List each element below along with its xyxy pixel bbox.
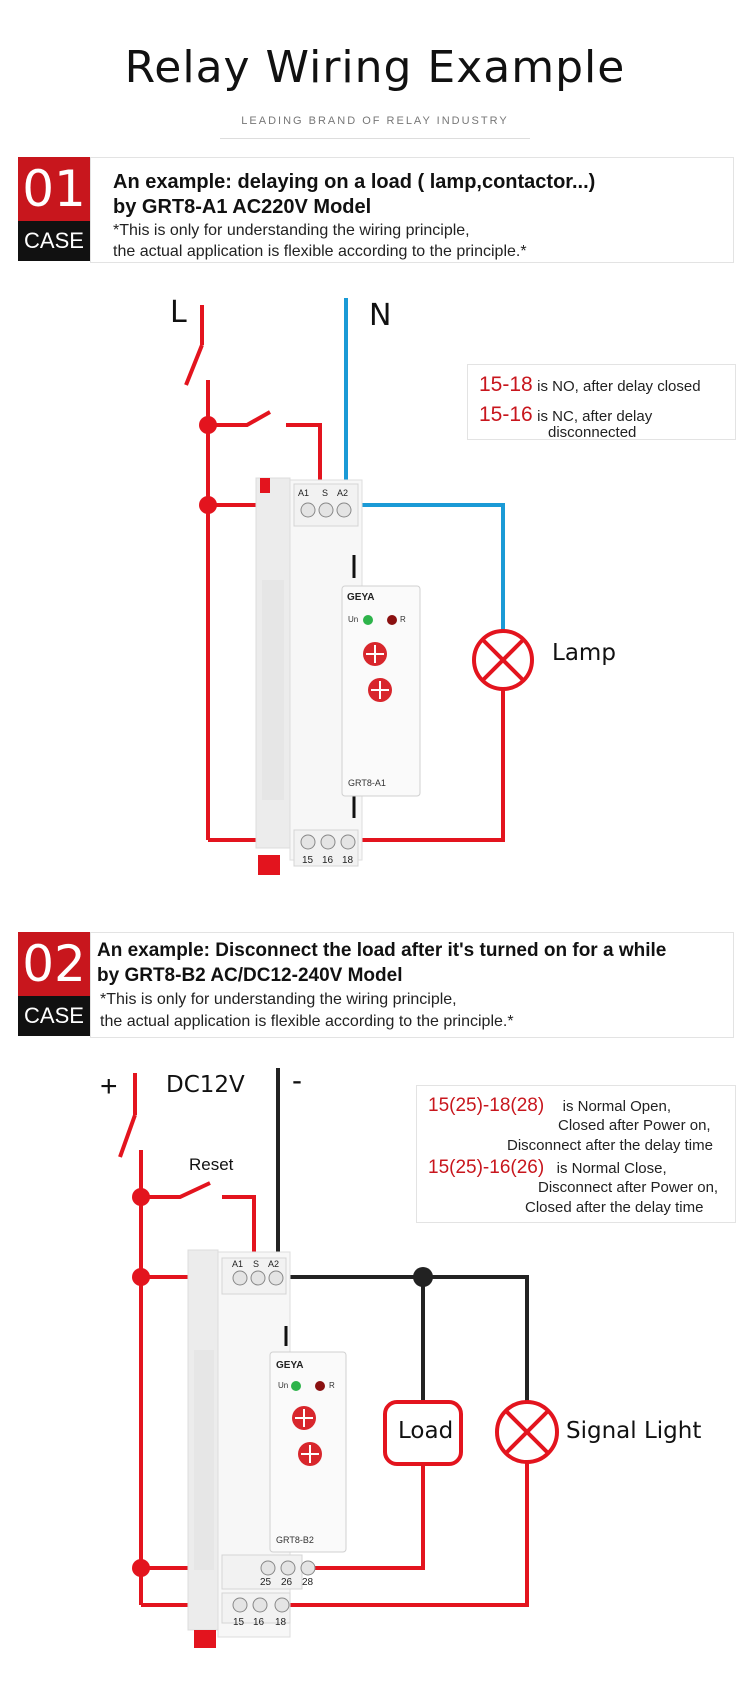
case1-term-15: 15 [302,855,314,866]
case2-note-line1: *This is only for understanding the wiri… [100,991,457,1008]
case2-legend-terms-1: 15(25)-18(28) [428,1095,545,1116]
case2-minus-bus [278,1275,529,1402]
case2-led-un: Un [278,1381,289,1390]
case1-led-r: R [400,615,406,624]
page-subtitle: LEADING BRAND OF RELAY INDUSTRY [241,115,509,127]
case1-legend-row-2: 15-16 is NC, after delay [479,403,652,427]
case2-relay-device [187,1249,347,1648]
case2-term-16: 16 [253,1617,265,1628]
case1-note-line1: *This is only for understanding the wiri… [113,222,470,239]
case2-badge: 02 CASE [18,932,90,1036]
case1-legend-text-1: is NO, after delay closed [537,378,701,395]
case2-legend-text-1b: Closed after Power on, [558,1117,711,1134]
case2-badge-label: CASE [18,996,90,1036]
case2-legend-text-2c: Closed after the delay time [525,1199,704,1216]
case1-title-line2: by GRT8-A1 AC220V Model [113,196,372,218]
case1-S-wire [286,423,322,498]
case1-diagram [184,298,534,875]
case1-brand-logo: GEYA [347,592,375,603]
case1-legend-row-1: 15-18 is NO, after delay closed [479,373,701,397]
case2-term-18: 18 [275,1617,287,1628]
case2-model-label: GRT8-B2 [276,1535,314,1545]
case2-term-a1: A1 [232,1259,244,1269]
case1-S-switch-left [208,410,271,427]
case1-legend: 15-18 is NO, after delay closed 15-16 is… [467,364,736,441]
case1-term-18: 18 [342,855,354,866]
case1-model-label: GRT8-A1 [348,778,386,788]
case2-label-voltage: DC12V [166,1072,245,1098]
case2-legend-row-2: 15(25)-16(26) is Normal Close, [428,1157,667,1179]
case1-18-wire [348,688,505,842]
case1-title-line1: An example: delaying on a load ( lamp,co… [113,171,596,193]
case2-legend-text-1c: Disconnect after the delay time [507,1137,713,1154]
case2-legend-text-2: is Normal Close, [556,1160,667,1177]
case1-panel: An example: delaying on a load ( lamp,co… [90,157,734,263]
case2-number: 02 [18,932,90,996]
case1-badge: 01 CASE [18,157,90,261]
case1-badge-label: CASE [18,221,90,261]
case2-legend: 15(25)-18(28) is Normal Open, Closed aft… [416,1085,736,1223]
case2-legend-text-1: is Normal Open, [562,1098,671,1115]
case2-legend-terms-2: 15(25)-16(26) [428,1157,545,1178]
case1-junction-top [199,416,217,434]
case1-note-line2: the actual application is flexible accor… [113,243,527,260]
case1-L-switch-blade [184,344,204,386]
case2-led-r: R [329,1381,335,1390]
case2-load-label: Load [398,1418,454,1444]
case2-reset-label: Reset [189,1155,234,1174]
case2-term-26: 26 [281,1577,293,1588]
case2-reset-switch [141,1181,211,1199]
case1-relay-device [255,477,421,875]
case1-term-16: 16 [322,855,334,866]
case1-junction-a1 [199,496,217,514]
case2-panel: An example: Disconnect the load after it… [90,932,734,1038]
case1-label-N: N [369,298,392,333]
case2-junction-black [413,1267,433,1287]
case2-S-wire [222,1195,256,1277]
case2-label-minus: - [292,1064,302,1097]
case2-signal-label: Signal Light [566,1418,702,1444]
case1-legend-terms-1: 15-18 [479,373,533,396]
case2-title-line2: by GRT8-B2 AC/DC12-240V Model [97,965,403,986]
case1-term-a2: A2 [337,488,349,498]
case1-led-un: Un [348,615,359,624]
case1-term-s: S [322,488,329,498]
case2-28-wire [308,1462,425,1570]
case1-label-L: L [170,295,187,330]
case2-18-wire [282,1462,529,1607]
case2-title-line1: An example: Disconnect the load after it… [97,940,667,961]
case1-number: 01 [18,157,90,221]
case2-term-a2: A2 [268,1259,280,1269]
case2-term-28: 28 [302,1577,314,1588]
case1-lamp-label: Lamp [552,640,616,666]
subtitle-divider [220,138,530,139]
case2-diagram [118,1068,559,1648]
case1-legend-terms-2: 15-16 [479,403,533,426]
case2-term-s: S [253,1259,260,1269]
case2-legend-row-1: 15(25)-18(28) is Normal Open, [428,1095,671,1117]
case2-note-line2: the actual application is flexible accor… [100,1013,514,1030]
case2-brand-logo: GEYA [276,1360,304,1371]
case2-label-plus: + [100,1070,118,1103]
page-title: Relay Wiring Example [124,42,626,93]
case2-term-25: 25 [260,1577,272,1588]
case2-legend-text-2b: Disconnect after Power on, [538,1179,719,1196]
case2-plus-switch [118,1114,137,1158]
case1-term-a1: A1 [298,488,310,498]
case2-term-15: 15 [233,1617,245,1628]
case1-legend-text-2: is NC, after delay [537,408,653,425]
case1-N-wire [344,298,505,632]
case1-legend-text-2b: disconnected [548,424,637,441]
case2-load-box [383,1400,463,1466]
